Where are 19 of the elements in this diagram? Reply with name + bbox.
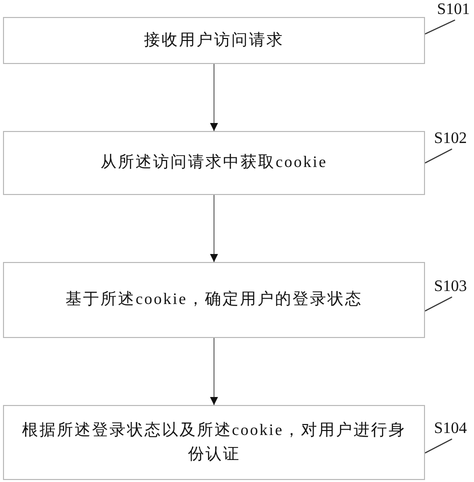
step-label: S101 [437, 2, 473, 18]
step-text: 基于所述cookie，确定用户的登录状态 [66, 290, 362, 310]
step-label: S104 [434, 421, 470, 437]
process-box [3, 17, 425, 64]
step-text: 从所述访问请求中获取cookie [100, 152, 328, 173]
step-text: 根据所述登录状态以及所述cookie，对用户进行身份认证 [20, 420, 408, 464]
process-box [3, 262, 425, 338]
leader-line [424, 19, 456, 35]
step-label: S103 [434, 279, 470, 295]
leader-line [424, 148, 452, 164]
step-text: 接收用户访问请求 [144, 30, 284, 50]
arrow [210, 195, 218, 262]
arrow [210, 64, 218, 131]
leader-line [424, 438, 452, 454]
process-box [3, 131, 425, 195]
step-label: S102 [434, 131, 470, 147]
arrow [210, 338, 218, 405]
leader-line [424, 296, 452, 312]
process-box [3, 405, 425, 480]
